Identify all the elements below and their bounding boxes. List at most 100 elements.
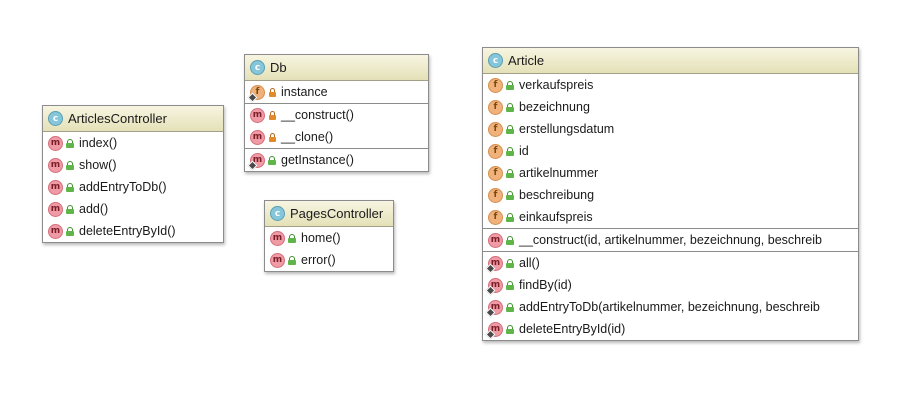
field-row[interactable]: f instance xyxy=(245,81,428,103)
class-name: ArticlesController xyxy=(68,111,167,126)
class-icon: c xyxy=(48,111,63,126)
member-section: m getInstance() xyxy=(245,149,428,171)
method-row[interactable]: m__construct() xyxy=(245,104,428,126)
public-lock-icon xyxy=(506,146,515,156)
public-lock-icon xyxy=(506,302,515,312)
class-header[interactable]: c ArticlesController xyxy=(43,106,223,132)
member-label: beschreibung xyxy=(519,188,595,202)
field-icon: f xyxy=(488,187,503,203)
field-icon: f xyxy=(250,84,265,100)
method-icon: m xyxy=(48,157,63,173)
public-lock-icon xyxy=(288,233,297,243)
field-row[interactable]: f erstellungsdatum xyxy=(483,118,858,140)
public-lock-icon xyxy=(506,124,515,134)
field-row[interactable]: f beschreibung xyxy=(483,184,858,206)
field-icon: f xyxy=(488,99,503,115)
field-icon: f xyxy=(488,209,503,225)
public-lock-icon xyxy=(66,138,75,148)
method-row[interactable]: m findBy(id) xyxy=(483,274,858,296)
method-row[interactable]: m index() xyxy=(43,132,223,154)
public-lock-icon xyxy=(66,226,75,236)
public-lock-icon xyxy=(506,258,515,268)
member-label: verkaufspreis xyxy=(519,78,594,92)
field-icon: f xyxy=(488,121,503,137)
public-lock-icon xyxy=(506,102,515,112)
method-row[interactable]: m getInstance() xyxy=(245,149,428,171)
class-header[interactable]: c Db xyxy=(245,55,428,81)
method-icon: m xyxy=(48,201,63,217)
public-lock-icon xyxy=(506,168,515,178)
member-label: add() xyxy=(79,202,109,216)
member-label: instance xyxy=(281,85,328,99)
method-row[interactable]: m all() xyxy=(483,252,858,274)
public-lock-icon xyxy=(506,280,515,290)
method-row[interactable]: m__clone() xyxy=(245,126,428,148)
member-label: show() xyxy=(79,158,117,172)
class-name: PagesController xyxy=(290,206,384,221)
member-label: artikelnummer xyxy=(519,166,599,180)
member-section: m__construct()m__clone() xyxy=(245,104,428,149)
method-icon: m xyxy=(48,135,63,151)
method-row[interactable]: m add() xyxy=(43,198,223,220)
member-label: index() xyxy=(79,136,118,150)
class-name: Db xyxy=(270,60,287,75)
member-label: deleteEntryById(id) xyxy=(519,322,626,336)
method-icon: m xyxy=(250,129,265,145)
public-lock-icon xyxy=(66,204,75,214)
public-lock-icon xyxy=(506,324,515,334)
field-row[interactable]: f artikelnummer xyxy=(483,162,858,184)
class-icon: c xyxy=(488,53,503,68)
method-icon: m xyxy=(488,277,503,293)
member-label: all() xyxy=(519,256,540,270)
method-row[interactable]: m deleteEntryById(id) xyxy=(483,318,858,340)
class-icon: c xyxy=(250,60,265,75)
method-icon: m xyxy=(488,232,503,248)
method-row[interactable]: m addEntryToDb(artikelnummer, bezeichnung… xyxy=(483,296,858,318)
field-icon: f xyxy=(488,165,503,181)
public-lock-icon xyxy=(66,182,75,192)
member-section: m __construct(id, artikelnummer, bezeichn… xyxy=(483,229,858,252)
member-label: error() xyxy=(301,253,336,267)
private-lock-icon xyxy=(268,110,277,120)
member-label: erstellungsdatum xyxy=(519,122,615,136)
method-row[interactable]: m __construct(id, artikelnummer, bezeichn… xyxy=(483,229,858,251)
method-icon: m xyxy=(488,299,503,315)
class-icon: c xyxy=(270,206,285,221)
member-label: addEntryToDb(artikelnummer, bezeichnung,… xyxy=(519,300,820,314)
member-label: einkaufspreis xyxy=(519,210,593,224)
field-icon: f xyxy=(488,77,503,93)
member-label: id xyxy=(519,144,529,158)
member-label: findBy(id) xyxy=(519,278,572,292)
method-row[interactable]: m show() xyxy=(43,154,223,176)
public-lock-icon xyxy=(506,235,515,245)
member-section: f instance xyxy=(245,81,428,104)
public-lock-icon xyxy=(268,155,277,165)
field-row[interactable]: f verkaufspreis xyxy=(483,74,858,96)
method-icon: m xyxy=(488,255,503,271)
public-lock-icon xyxy=(288,255,297,265)
method-icon: m xyxy=(48,223,63,239)
method-icon: m xyxy=(488,321,503,337)
method-icon: m xyxy=(250,152,265,168)
member-label: getInstance() xyxy=(281,153,354,167)
member-label: __construct(id, artikelnummer, bezeichnu… xyxy=(519,233,822,247)
member-section: m all() m findBy(id) m addEntryToDb(artikelnu… xyxy=(483,252,858,340)
class-header[interactable]: c PagesController xyxy=(265,201,393,227)
public-lock-icon xyxy=(506,80,515,90)
field-row[interactable]: f einkaufspreis xyxy=(483,206,858,228)
public-lock-icon xyxy=(506,212,515,222)
